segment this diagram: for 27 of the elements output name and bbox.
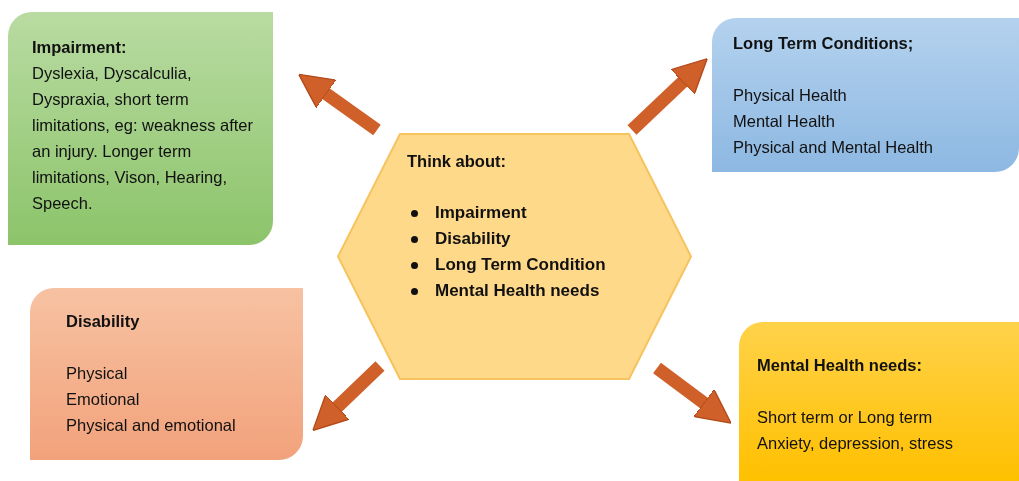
block-arrow [312, 361, 385, 432]
body-text: Short term or Long term [757, 407, 933, 428]
hexagon-node [337, 133, 692, 380]
rounded-box [8, 12, 273, 245]
body-text: Anxiety, depression, stress [757, 433, 953, 454]
body-text: Dyslexia, Dyscalculia, Dyspraxia, short term limitations, eg: weakness after an injury. Longer term limitations, Vison, Hearing, Speech. [32, 63, 255, 214]
bullet-item: Long Term Condition [407, 252, 606, 278]
heading: Long Term Conditions; [733, 33, 914, 54]
body-text: Physical and Mental Health [733, 137, 933, 158]
body-text: Physical and emotional [66, 415, 236, 436]
heading: Mental Health needs: [757, 355, 923, 376]
heading: Think about: [407, 151, 506, 172]
rounded-box [30, 288, 303, 460]
body-text: Physical [66, 363, 128, 384]
body-text: Physical Health [733, 85, 847, 106]
body-text: Emotional [66, 389, 140, 410]
block-arrow [627, 58, 708, 135]
rounded-box [712, 18, 1019, 172]
heading: Disability [66, 311, 140, 332]
rounded-box [739, 322, 1019, 481]
bullet-item: Impairment [407, 200, 527, 226]
block-arrow [298, 73, 381, 136]
bullet-item: Disability [407, 226, 511, 252]
heading: Impairment: [32, 37, 127, 58]
block-arrow [653, 362, 732, 424]
bullet-item: Mental Health needs [407, 278, 600, 304]
body-text: Mental Health [733, 111, 835, 132]
